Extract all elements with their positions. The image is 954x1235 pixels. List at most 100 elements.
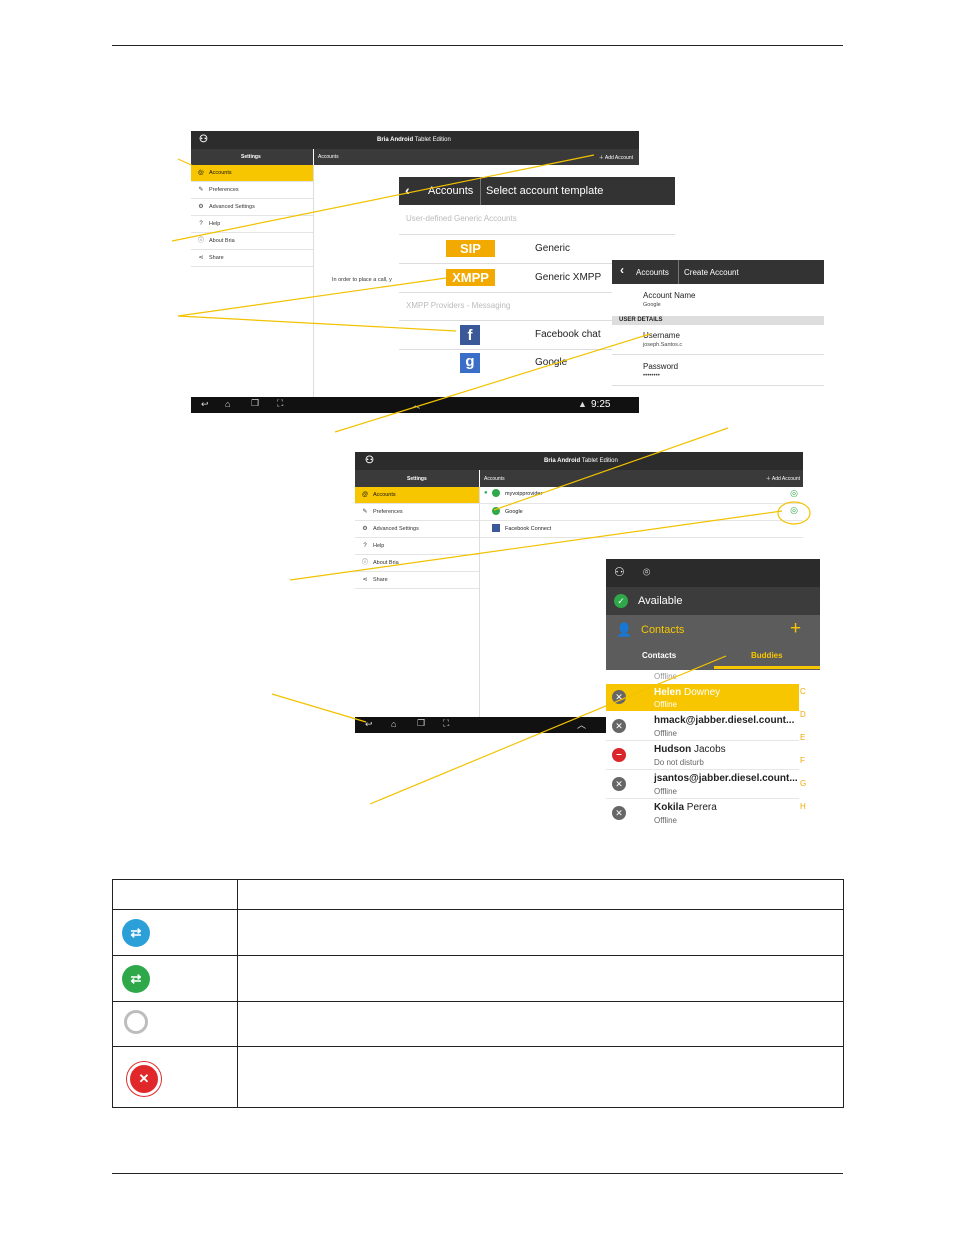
section-xmpp-providers: XMPP Providers - Messaging: [406, 301, 511, 310]
wrench-icon: ✎: [198, 187, 204, 193]
offline-status-icon: ✕: [612, 690, 626, 704]
menu-item-advanced-settings[interactable]: ⚙Advanced Settings: [355, 521, 479, 538]
status-clock: 9:25: [591, 399, 611, 410]
facebook-icon: [492, 524, 500, 532]
index-letter[interactable]: E: [800, 733, 806, 742]
app-logo-icon[interactable]: ⚇: [614, 565, 625, 579]
accounts-header-label: Accounts: [484, 476, 505, 482]
add-account-button[interactable]: ＋ Add Account: [598, 155, 633, 161]
menu-item-accounts[interactable]: @Accounts: [191, 165, 313, 182]
menu-item-share[interactable]: ⋖Share: [355, 572, 479, 589]
create-back-label[interactable]: Accounts: [636, 268, 669, 277]
username-field[interactable]: joseph.Santos.c: [643, 342, 683, 348]
buddy-first-name: Kokila: [654, 802, 685, 813]
buddy-row[interactable]: ✕ jsantos@jabber.diesel.count... Offline: [606, 770, 799, 799]
account-row[interactable]: Facebook Connect: [480, 521, 803, 538]
person-icon: 👤: [616, 622, 633, 637]
recent-apps-icon[interactable]: ❐: [251, 398, 260, 408]
presence-status: Available: [638, 595, 683, 607]
index-letter[interactable]: F: [800, 756, 805, 765]
offline-status-icon: ✕: [612, 777, 626, 791]
menu-item-advanced-settings[interactable]: ⚙Advanced Settings: [191, 199, 313, 216]
account-name: Google: [505, 509, 523, 515]
screenshot-icon[interactable]: ⛶: [443, 718, 450, 728]
template-back-label[interactable]: Accounts: [428, 185, 474, 197]
settings-header: Settings: [191, 149, 313, 165]
template-item-sip[interactable]: SIP Generic: [399, 235, 675, 264]
template-item-xmpp[interactable]: XMPP Generic XMPP: [399, 264, 675, 293]
menu-item-help[interactable]: ?Help: [191, 216, 313, 233]
buddy-row[interactable]: ✕ Helen Downey Offline: [606, 684, 799, 711]
offline-status-icon: ✕: [612, 806, 626, 820]
chevron-left-icon[interactable]: ‹: [405, 182, 410, 198]
contacts-header: 👤 Contacts +: [606, 615, 820, 645]
user-details-label: USER DETAILS: [619, 317, 663, 323]
buddy-row[interactable]: ✕ Kokila Perera Offline: [606, 799, 799, 827]
tab-contacts[interactable]: Contacts: [642, 651, 677, 660]
menu-item-label: Preferences: [373, 509, 403, 515]
chevron-up-icon[interactable]: ︿: [577, 720, 587, 730]
check-circle-icon: ◎: [790, 488, 798, 498]
account-name-value[interactable]: Google: [643, 302, 661, 308]
username-label: Username: [643, 331, 680, 340]
buddy-row[interactable]: ✕ hmack@jabber.diesel.count... Offline: [606, 712, 799, 741]
accounts-header: Accounts ＋ Add Account: [480, 470, 803, 487]
password-field[interactable]: ••••••••: [643, 373, 660, 379]
settings-header-label: Settings: [407, 476, 427, 482]
voicemail-icon[interactable]: ⌾: [643, 565, 651, 579]
table-cell: [237, 1001, 844, 1047]
table-header-row: [112, 879, 844, 910]
index-letter[interactable]: D: [800, 710, 806, 719]
menu-item-label: Accounts: [209, 170, 232, 176]
table-cell: ⇄: [112, 909, 238, 956]
buddy-row[interactable]: – Hudson Jacobs Do not disturb: [606, 741, 799, 770]
top-rule: [112, 45, 843, 46]
user-details-section: USER DETAILS: [612, 316, 824, 325]
table-cell: [112, 1001, 238, 1047]
add-account-label: Add Account: [771, 476, 800, 482]
template-title: Select account template: [486, 185, 604, 197]
green-chat-icon: [492, 489, 500, 497]
info-icon: ⓘ: [197, 238, 204, 244]
buddy-first-name: Helen: [654, 687, 682, 698]
back-icon[interactable]: ↩: [365, 719, 373, 729]
presence-bar[interactable]: ✓ Available: [606, 587, 820, 615]
account-row[interactable]: ● myvoipprovider ◎: [480, 487, 803, 504]
table-row: ⇄: [112, 955, 844, 1002]
chevron-up-icon[interactable]: ︿: [411, 400, 421, 410]
buddy-last-name: Downey: [684, 687, 721, 698]
menu-item-preferences[interactable]: ✎ Preferences: [355, 504, 479, 521]
account-name: Facebook Connect: [505, 526, 552, 532]
add-account-button[interactable]: ＋ Add Account: [765, 476, 800, 482]
offline-status-icon: ✕: [612, 719, 626, 733]
menu-item-label: Help: [373, 543, 385, 549]
home-icon[interactable]: ⌂: [225, 399, 231, 409]
add-contact-icon[interactable]: +: [790, 618, 802, 639]
table-cell: ⇄: [112, 955, 238, 1002]
index-letter[interactable]: G: [800, 779, 807, 788]
contacts-phone-screen: ⚇ ⌾ ✓ Available 👤 Contacts + Contacts Bu…: [606, 559, 820, 827]
index-letter[interactable]: C: [800, 687, 806, 696]
screenshot-icon[interactable]: ⛶: [277, 398, 284, 408]
back-icon[interactable]: ↩: [201, 399, 209, 409]
wrench-icon: ✎: [362, 509, 368, 515]
buddy-status: Offline: [654, 729, 677, 738]
menu-item-preferences[interactable]: ✎Preferences: [191, 182, 313, 199]
menu-item-help[interactable]: ?Help: [355, 538, 479, 555]
chevron-left-icon[interactable]: ‹: [620, 263, 624, 277]
menu-item-label: Share: [373, 577, 388, 583]
template-item-label: Facebook chat: [535, 329, 601, 340]
account-row[interactable]: Google ◎: [480, 504, 803, 521]
menu-item-share[interactable]: ⋖Share: [191, 250, 313, 267]
menu-item-accounts[interactable]: @Accounts: [355, 487, 479, 504]
table-cell: ✕: [112, 1046, 238, 1108]
buddy-status: Offline: [654, 787, 677, 796]
recent-apps-icon[interactable]: ❐: [417, 718, 426, 728]
menu-item-label: Advanced Settings: [373, 526, 419, 532]
available-check-icon: ✓: [614, 594, 628, 608]
index-letter[interactable]: H: [800, 802, 806, 811]
home-icon[interactable]: ⌂: [391, 719, 397, 729]
tab-buddies[interactable]: Buddies: [751, 651, 783, 660]
